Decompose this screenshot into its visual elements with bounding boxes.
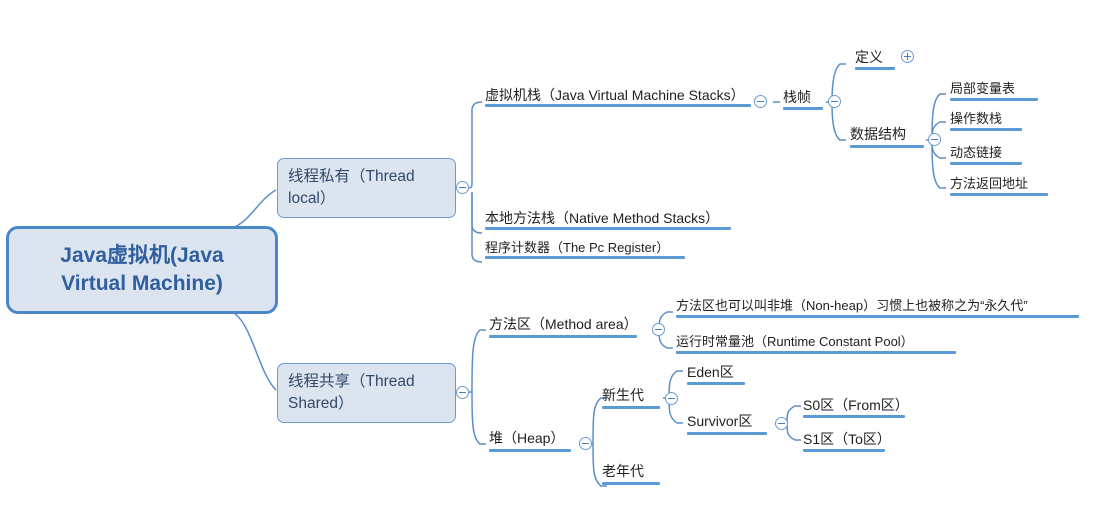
node-return-address[interactable]: 方法返回地址 bbox=[950, 176, 1048, 196]
node-return-address-label: 方法返回地址 bbox=[950, 176, 1029, 191]
underline bbox=[950, 193, 1048, 196]
node-old-generation[interactable]: 老年代 bbox=[602, 463, 660, 485]
node-heap[interactable]: 堆（Heap） bbox=[489, 430, 571, 452]
node-local-variable-table-label: 局部变量表 bbox=[950, 81, 1016, 96]
node-dynamic-linking[interactable]: 动态链接 bbox=[950, 145, 1022, 165]
node-operand-stack[interactable]: 操作数栈 bbox=[950, 111, 1022, 131]
toggle-data-structure[interactable] bbox=[928, 133, 941, 146]
underline bbox=[783, 107, 823, 110]
node-old-generation-label: 老年代 bbox=[602, 463, 644, 479]
node-s0-from[interactable]: S0区（From区） bbox=[803, 397, 909, 418]
node-local-variable-table[interactable]: 局部变量表 bbox=[950, 81, 1038, 101]
node-s1-to-label: S1区（To区） bbox=[803, 431, 891, 447]
node-native-method-stacks-label: 本地方法栈（Native Method Stacks） bbox=[485, 210, 720, 226]
node-method-area[interactable]: 方法区（Method area） bbox=[489, 316, 638, 338]
node-data-structure-label: 数据结构 bbox=[850, 126, 906, 142]
node-thread-shared-label: 线程共享（Thread Shared） bbox=[288, 372, 415, 412]
underline bbox=[485, 227, 731, 230]
toggle-jvm-stacks[interactable] bbox=[754, 95, 767, 108]
node-stack-frame[interactable]: 栈帧 bbox=[783, 89, 823, 110]
underline bbox=[489, 335, 637, 338]
underline bbox=[676, 315, 1079, 318]
node-eden[interactable]: Eden区 bbox=[687, 364, 745, 385]
node-s1-to[interactable]: S1区（To区） bbox=[803, 431, 891, 452]
underline bbox=[855, 67, 895, 70]
node-operand-stack-label: 操作数栈 bbox=[950, 111, 1003, 126]
node-survivor[interactable]: Survivor区 bbox=[687, 413, 767, 435]
node-runtime-constant-pool-label: 运行时常量池（Runtime Constant Pool） bbox=[676, 334, 914, 349]
underline bbox=[950, 128, 1022, 131]
underline bbox=[950, 162, 1022, 165]
node-s0-from-label: S0区（From区） bbox=[803, 397, 909, 413]
node-thread-shared[interactable]: 线程共享（Thread Shared） bbox=[277, 363, 456, 423]
node-data-structure[interactable]: 数据结构 bbox=[850, 126, 924, 148]
node-survivor-label: Survivor区 bbox=[687, 413, 753, 429]
toggle-thread-local[interactable] bbox=[456, 181, 469, 194]
underline bbox=[602, 406, 660, 409]
node-pc-register[interactable]: 程序计数器（The Pc Register） bbox=[485, 240, 685, 259]
node-non-heap-note[interactable]: 方法区也可以叫非堆（Non-heap）习惯上也被称之为“永久代” bbox=[676, 298, 1079, 318]
toggle-stack-frame[interactable] bbox=[828, 95, 841, 108]
node-heap-label: 堆（Heap） bbox=[489, 430, 565, 446]
underline bbox=[485, 256, 685, 259]
node-young-generation-label: 新生代 bbox=[602, 387, 644, 403]
node-thread-local[interactable]: 线程私有（Thread local） bbox=[277, 158, 456, 218]
node-method-area-label: 方法区（Method area） bbox=[489, 316, 638, 332]
underline bbox=[687, 432, 767, 435]
toggle-thread-shared[interactable] bbox=[456, 386, 469, 399]
toggle-young-generation[interactable] bbox=[665, 392, 678, 405]
underline bbox=[602, 482, 660, 485]
underline bbox=[803, 449, 885, 452]
root-node-label: Java虚拟机(Java Virtual Machine) bbox=[60, 243, 224, 295]
root-node[interactable]: Java虚拟机(Java Virtual Machine) bbox=[6, 226, 278, 314]
underline bbox=[485, 104, 751, 107]
node-dynamic-linking-label: 动态链接 bbox=[950, 145, 1003, 160]
underline bbox=[676, 351, 956, 354]
node-jvm-stacks[interactable]: 虚拟机栈（Java Virtual Machine Stacks） bbox=[485, 87, 751, 107]
underline bbox=[850, 145, 924, 148]
toggle-method-area[interactable] bbox=[652, 323, 665, 336]
node-young-generation[interactable]: 新生代 bbox=[602, 387, 660, 409]
node-thread-local-label: 线程私有（Thread local） bbox=[288, 167, 415, 207]
toggle-definition-expand[interactable] bbox=[901, 50, 914, 63]
underline bbox=[803, 415, 905, 418]
toggle-heap[interactable] bbox=[579, 437, 592, 450]
underline bbox=[950, 98, 1038, 101]
node-runtime-constant-pool[interactable]: 运行时常量池（Runtime Constant Pool） bbox=[676, 334, 956, 354]
node-stack-frame-label: 栈帧 bbox=[783, 89, 811, 105]
underline bbox=[687, 382, 745, 385]
node-native-method-stacks[interactable]: 本地方法栈（Native Method Stacks） bbox=[485, 210, 731, 230]
node-jvm-stacks-label: 虚拟机栈（Java Virtual Machine Stacks） bbox=[485, 87, 745, 103]
node-eden-label: Eden区 bbox=[687, 364, 734, 380]
toggle-survivor[interactable] bbox=[775, 417, 788, 430]
underline bbox=[489, 449, 571, 452]
node-definition-label: 定义 bbox=[855, 49, 883, 65]
node-pc-register-label: 程序计数器（The Pc Register） bbox=[485, 240, 670, 255]
node-non-heap-note-label: 方法区也可以叫非堆（Non-heap）习惯上也被称之为“永久代” bbox=[676, 298, 1028, 313]
node-definition[interactable]: 定义 bbox=[855, 49, 895, 70]
